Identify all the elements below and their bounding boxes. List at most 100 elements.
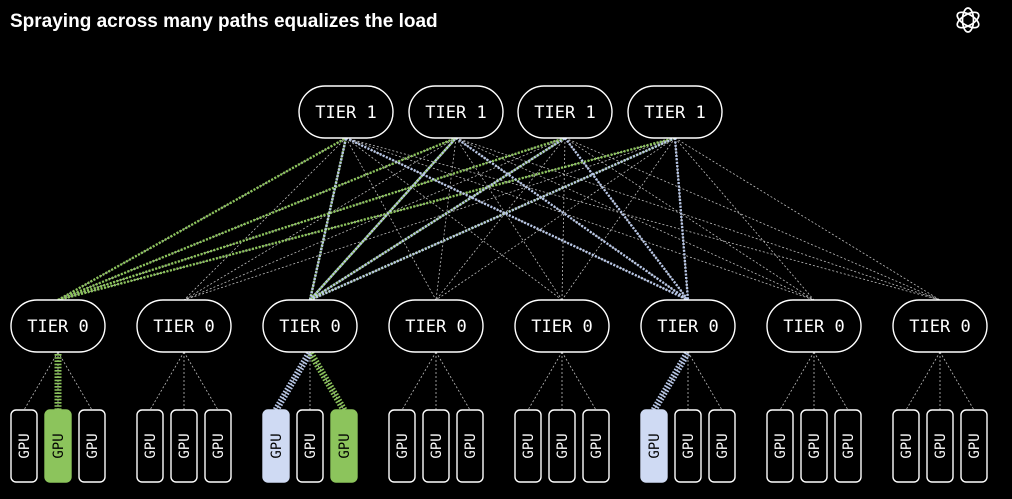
openai-logo-icon xyxy=(956,7,980,33)
gpu-label: GPU xyxy=(715,433,731,458)
gpu-node: GPU xyxy=(514,409,542,483)
gpu-node: GPU xyxy=(78,409,106,483)
tier1-switch: TIER 1 xyxy=(408,85,504,139)
gpu-node: GPU xyxy=(422,409,450,483)
green-flow-up-path-2 xyxy=(57,136,457,302)
gpu-node: GPU xyxy=(456,409,484,483)
link-t1-2-t0-4 xyxy=(435,137,457,301)
link-t1-3-t0-2 xyxy=(183,137,566,301)
gpu-label: GPU xyxy=(681,433,697,458)
link-t0-4-gpu-1 xyxy=(401,351,437,411)
gpu-label: GPU xyxy=(269,433,285,458)
gpu-label: GPU xyxy=(589,433,605,458)
link-t1-1-t0-5 xyxy=(345,137,563,301)
green-flow-up-path-4 xyxy=(57,136,676,302)
link-t0-3-gpu-3 xyxy=(309,351,345,411)
flows-layer xyxy=(54,136,692,412)
gpu-label: GPU xyxy=(177,433,193,458)
tier0-label: TIER 0 xyxy=(783,317,844,337)
link-t0-2-gpu-1 xyxy=(149,351,185,411)
link-t0-8-gpu-3 xyxy=(939,351,975,411)
green-flow-up-path-1 xyxy=(57,136,347,302)
gpu-node: GPU xyxy=(708,409,736,483)
link-t0-3-gpu-1 xyxy=(275,351,311,411)
green-flow-up-path-3 xyxy=(57,136,566,302)
tier0-label: TIER 0 xyxy=(405,317,466,337)
tier1-switch: TIER 1 xyxy=(627,85,723,139)
gpu-label: GPU xyxy=(899,433,915,458)
gpu-node: GPU xyxy=(548,409,576,483)
link-t0-7-gpu-1 xyxy=(779,351,815,411)
blue-flow-up-path-3 xyxy=(309,136,566,302)
link-t1-4-t0-7 xyxy=(674,137,815,301)
tier1-switch: TIER 1 xyxy=(517,85,613,139)
link-t0-1-gpu-3 xyxy=(57,351,93,411)
link-t1-2-t0-5 xyxy=(455,137,563,301)
gpu-node: GPU xyxy=(10,409,38,483)
gpu-node: GPU xyxy=(582,409,610,483)
gpu-label: GPU xyxy=(841,433,857,458)
green-flow-down-path-4 xyxy=(309,136,676,302)
gpu-label: GPU xyxy=(933,433,949,458)
link-t0-4-gpu-3 xyxy=(435,351,471,411)
gpu-label: GPU xyxy=(51,433,67,458)
link-t0-1-gpu-1 xyxy=(23,351,59,411)
gpu-node: GPU xyxy=(674,409,702,483)
gpu-node: GPU xyxy=(800,409,828,483)
blue-flow-down-path-2 xyxy=(455,137,689,301)
blue-flow-up-path-4 xyxy=(309,136,676,302)
link-t0-8-gpu-1 xyxy=(905,351,941,411)
gpu-label: GPU xyxy=(17,433,33,458)
blue-flow-down-path-1 xyxy=(345,136,689,302)
link-t0-2-gpu-3 xyxy=(183,351,219,411)
link-t1-3-t0-8 xyxy=(564,137,941,301)
tier0-switch: TIER 0 xyxy=(892,299,988,353)
gpu-label: GPU xyxy=(555,433,571,458)
link-t1-2-t0-6 xyxy=(455,137,689,301)
gpu-node: GPU xyxy=(170,409,198,483)
tier0-switch: TIER 0 xyxy=(514,299,610,353)
gpu-node: GPU xyxy=(262,409,290,483)
gpu-label: GPU xyxy=(395,433,411,458)
link-t1-2-t0-8 xyxy=(455,137,941,301)
tier0-switch: TIER 0 xyxy=(10,299,106,353)
gpu-node: GPU xyxy=(204,409,232,483)
link-t1-2-t0-2 xyxy=(183,137,457,301)
blue-flow-up-path-1 xyxy=(308,137,348,301)
link-t1-1-t0-4 xyxy=(345,137,437,301)
link-t1-3-t0-4 xyxy=(435,137,566,301)
link-t1-4-t0-6 xyxy=(674,137,689,301)
gpu-label: GPU xyxy=(967,433,983,458)
gpu-node: GPU xyxy=(766,409,794,483)
gpu-label: GPU xyxy=(303,433,319,458)
link-t1-4-t0-5 xyxy=(561,137,676,301)
link-t1-1-t0-7 xyxy=(345,137,815,301)
tier1-switch: TIER 1 xyxy=(298,85,394,139)
tier0-switch: TIER 0 xyxy=(766,299,862,353)
gpu-node: GPU xyxy=(640,409,668,483)
tier0-label: TIER 0 xyxy=(531,317,592,337)
gpu-label: GPU xyxy=(807,433,823,458)
tier1-label: TIER 1 xyxy=(534,103,595,123)
link-t0-6-gpu-3 xyxy=(687,351,723,411)
link-t1-4-t0-8 xyxy=(674,137,941,301)
gpu-label: GPU xyxy=(647,433,663,458)
gpu-label: GPU xyxy=(337,433,353,458)
tier0-label: TIER 0 xyxy=(279,317,340,337)
gpu-node: GPU xyxy=(136,409,164,483)
gpu-label: GPU xyxy=(211,433,227,458)
tier1-label: TIER 1 xyxy=(425,103,486,123)
gpu-node: GPU xyxy=(296,409,324,483)
tier0-label: TIER 0 xyxy=(657,317,718,337)
tier1-label: TIER 1 xyxy=(644,103,705,123)
gpu-node: GPU xyxy=(330,409,358,483)
tier0-switch: TIER 0 xyxy=(262,299,358,353)
link-t1-1-t0-1 xyxy=(57,137,347,301)
gpu-node: GPU xyxy=(44,409,72,483)
tier0-switch: TIER 0 xyxy=(640,299,736,353)
gpu-label: GPU xyxy=(773,433,789,458)
gpu-node: GPU xyxy=(892,409,920,483)
tier0-label: TIER 0 xyxy=(909,317,970,337)
